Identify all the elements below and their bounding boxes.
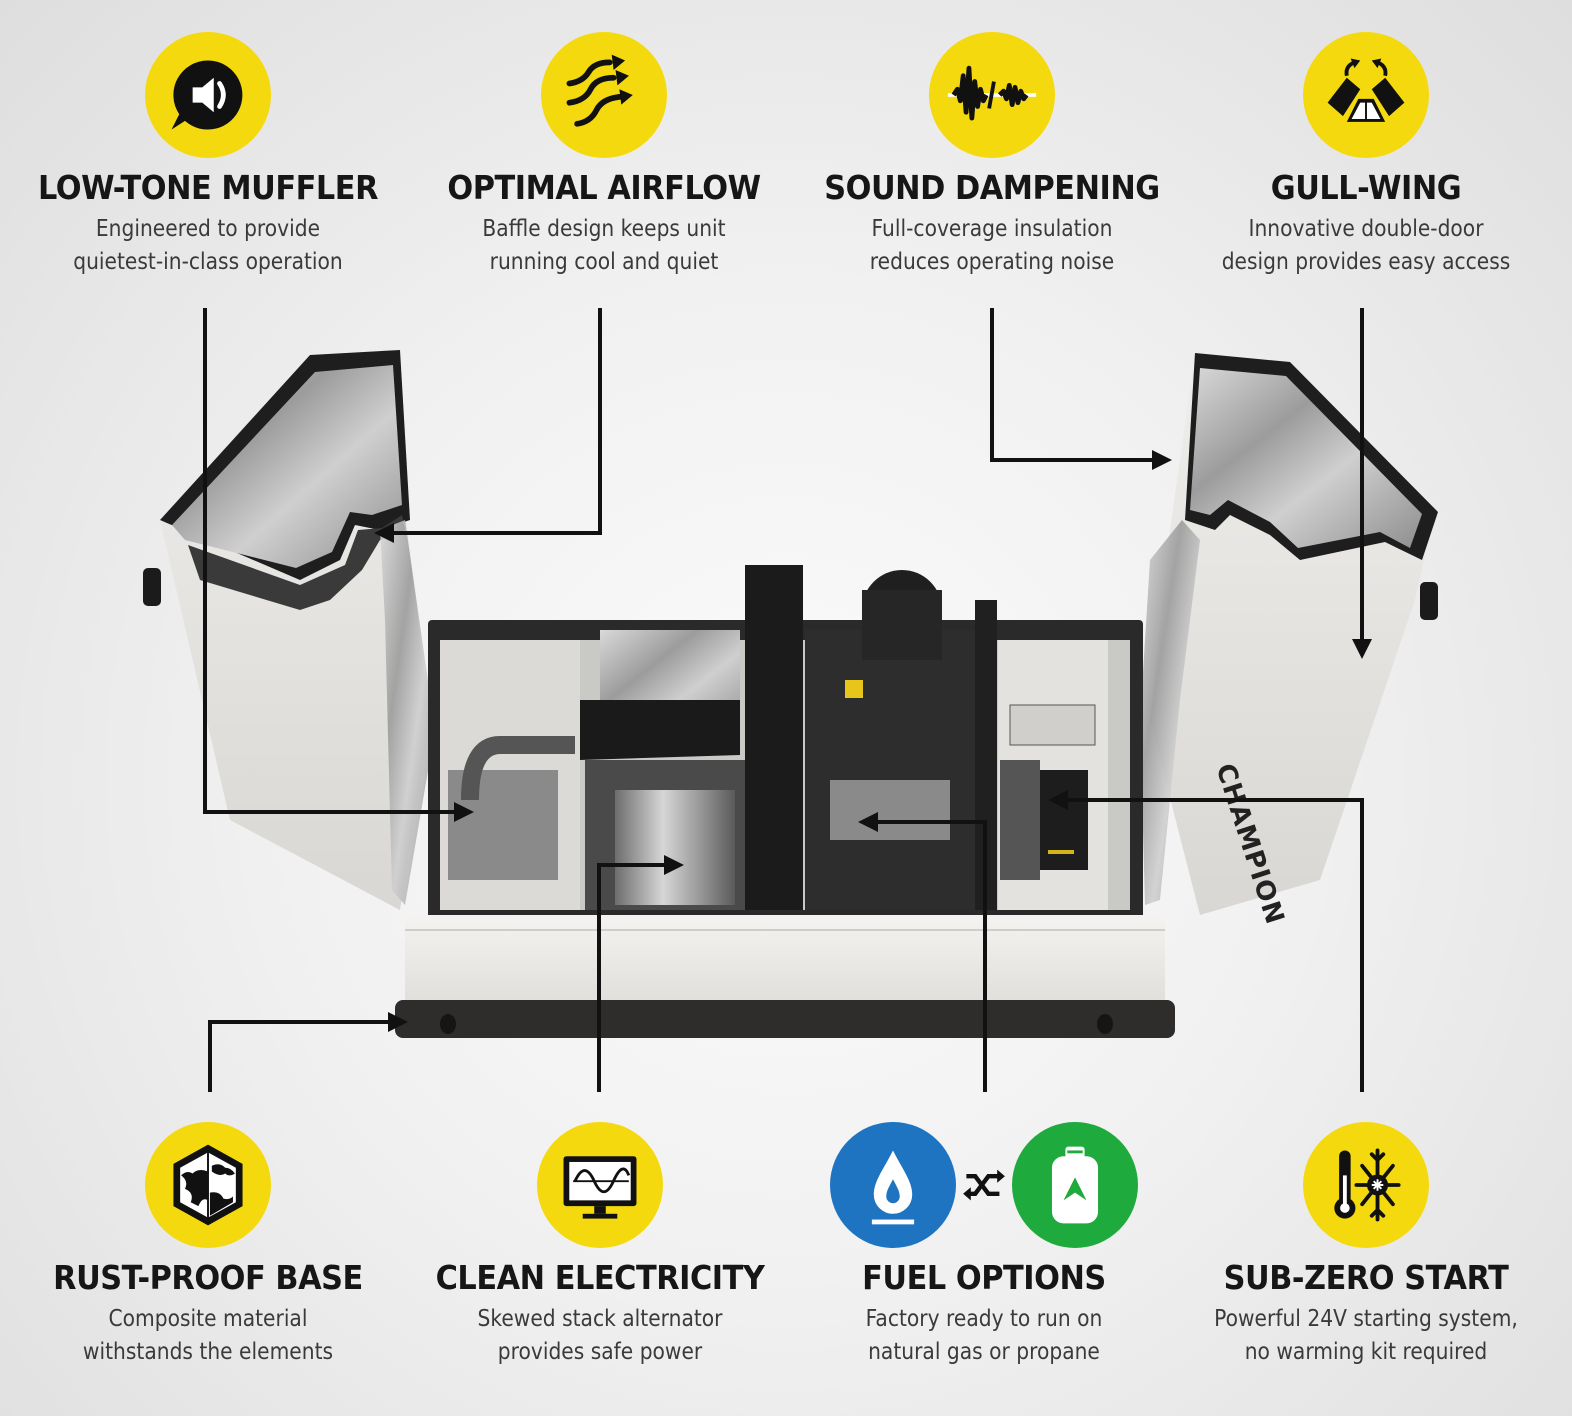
callout-fuel <box>858 812 987 1092</box>
feature-gull-wing: GULL-WING Innovative double-door design … <box>1176 30 1556 279</box>
feature-desc-line2: design provides easy access <box>1221 249 1511 275</box>
feature-desc-line2: quietest-in-class operation <box>73 249 343 275</box>
thermometer-snowflake-icon <box>1303 1122 1429 1248</box>
feature-sound-dampening: SOUND DAMPENING Full-coverage insulation… <box>802 30 1182 279</box>
callout-rust <box>208 1012 408 1092</box>
callout-muffler <box>203 308 474 822</box>
feature-title: RUST-PROOF BASE <box>53 1258 363 1297</box>
composite-hexagon-icon <box>145 1122 271 1248</box>
feature-desc-line2: no warming kit required <box>1244 1339 1488 1365</box>
callout-sound <box>990 308 1172 470</box>
natural-gas-flame-icon <box>830 1122 956 1248</box>
feature-title: SUB-ZERO START <box>1223 1258 1509 1297</box>
feature-fuel-options: FUEL OPTIONS Factory ready to run on nat… <box>794 1120 1174 1369</box>
feature-clean-electricity: CLEAN ELECTRICITY Skewed stack alternato… <box>410 1120 790 1369</box>
callout-subzero <box>1048 790 1364 1092</box>
feature-title: LOW-TONE MUFFLER <box>37 168 379 207</box>
feature-title: SOUND DAMPENING <box>824 168 1160 207</box>
feature-title: GULL-WING <box>1270 168 1462 207</box>
propane-tank-icon <box>1012 1122 1138 1248</box>
sound-wave-reduction-icon <box>929 32 1055 158</box>
feature-desc-line1: Powerful 24V starting system, <box>1214 1306 1518 1332</box>
feature-title: CLEAN ELECTRICITY <box>435 1258 765 1297</box>
feature-desc-line2: reduces operating noise <box>869 249 1115 275</box>
swap-arrows-icon <box>963 1169 1005 1201</box>
feature-desc-line1: Innovative double-door <box>1248 216 1484 242</box>
monitor-sine-wave-icon <box>537 1122 663 1248</box>
feature-desc-line2: withstands the elements <box>82 1339 334 1365</box>
right-door <box>1140 353 1438 915</box>
feature-rust-proof-base: RUST-PROOF BASE Composite material withs… <box>18 1120 398 1369</box>
feature-desc-line1: Full-coverage insulation <box>871 216 1113 242</box>
feature-desc-line1: Engineered to provide <box>95 216 321 242</box>
gull-wing-doors-icon <box>1303 32 1429 158</box>
feature-desc-line1: Skewed stack alternator <box>477 1306 723 1332</box>
callout-airflow <box>374 308 602 543</box>
feature-desc-line2: running cool and quiet <box>489 249 719 275</box>
speaker-speech-bubble-icon <box>145 32 271 158</box>
callout-clean <box>597 855 684 1092</box>
feature-optimal-airflow: OPTIMAL AIRFLOW Baffle design keeps unit… <box>414 30 794 279</box>
feature-low-tone-muffler: LOW-TONE MUFFLER Engineered to provide q… <box>18 30 398 279</box>
feature-desc-line2: natural gas or propane <box>868 1339 1100 1365</box>
feature-desc-line1: Factory ready to run on <box>865 1306 1103 1332</box>
feature-desc-line1: Composite material <box>108 1306 308 1332</box>
brand-label: CHAMPION <box>1209 760 1290 929</box>
feature-desc-line2: provides safe power <box>497 1339 703 1365</box>
feature-sub-zero-start: SUB-ZERO START Powerful 24V starting sys… <box>1176 1120 1556 1369</box>
feature-title: FUEL OPTIONS <box>862 1258 1106 1297</box>
feature-title: OPTIMAL AIRFLOW <box>447 168 761 207</box>
left-door <box>143 350 435 910</box>
airflow-arrows-icon <box>541 32 667 158</box>
feature-desc-line1: Baffle design keeps unit <box>482 216 726 242</box>
